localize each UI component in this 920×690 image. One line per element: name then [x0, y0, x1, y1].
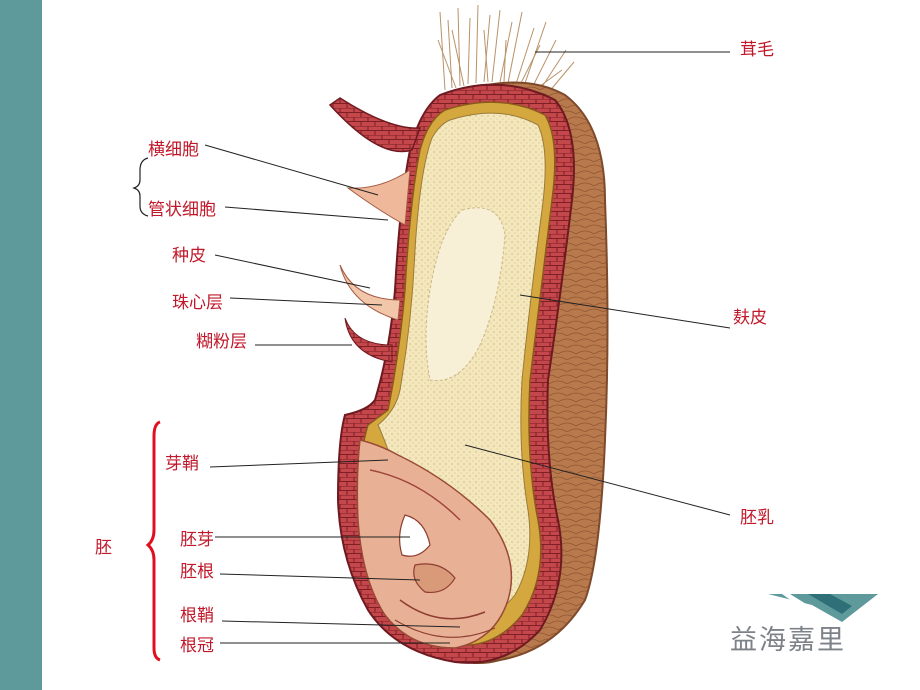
embryo-bud	[399, 514, 431, 557]
bracket-cells	[132, 157, 149, 217]
bracket-embryo	[145, 420, 161, 662]
flap-top	[328, 97, 422, 153]
label-pei: 胚	[95, 538, 112, 558]
flap-cross-cells	[346, 169, 411, 226]
label-zhuxinceng: 珠心层	[172, 293, 223, 313]
embryo	[356, 439, 513, 649]
label-hengxibao: 横细胞	[148, 140, 199, 160]
logo-text: 益海嘉里	[730, 625, 846, 656]
logo-mark	[768, 594, 878, 622]
label-peiru: 胚乳	[740, 508, 774, 528]
flap-seed-coat	[339, 264, 401, 321]
coleoptile-curve	[369, 469, 461, 521]
root-sheath-curve	[399, 599, 486, 620]
leader-lines	[204, 51, 731, 644]
flap-aleurone	[344, 317, 393, 363]
label-peiya: 胚芽	[180, 530, 214, 550]
label-guanzhuangxibao: 管状细胞	[148, 200, 216, 220]
hairs	[437, 4, 575, 94]
side-band	[0, 0, 42, 690]
label-rongmao: 茸毛	[740, 40, 774, 60]
label-gen-guan: 根冠	[180, 636, 214, 656]
label-fupi: 麸皮	[733, 308, 767, 328]
label-peigen: 胚根	[180, 562, 214, 582]
label-hufenceng: 糊粉层	[196, 332, 247, 352]
label-genqiao: 根鞘	[180, 606, 214, 626]
radicle	[413, 563, 456, 594]
label-zhongpi: 种皮	[172, 246, 206, 266]
endosperm-core	[425, 207, 506, 382]
label-yaqiao: 芽鞘	[165, 454, 199, 474]
